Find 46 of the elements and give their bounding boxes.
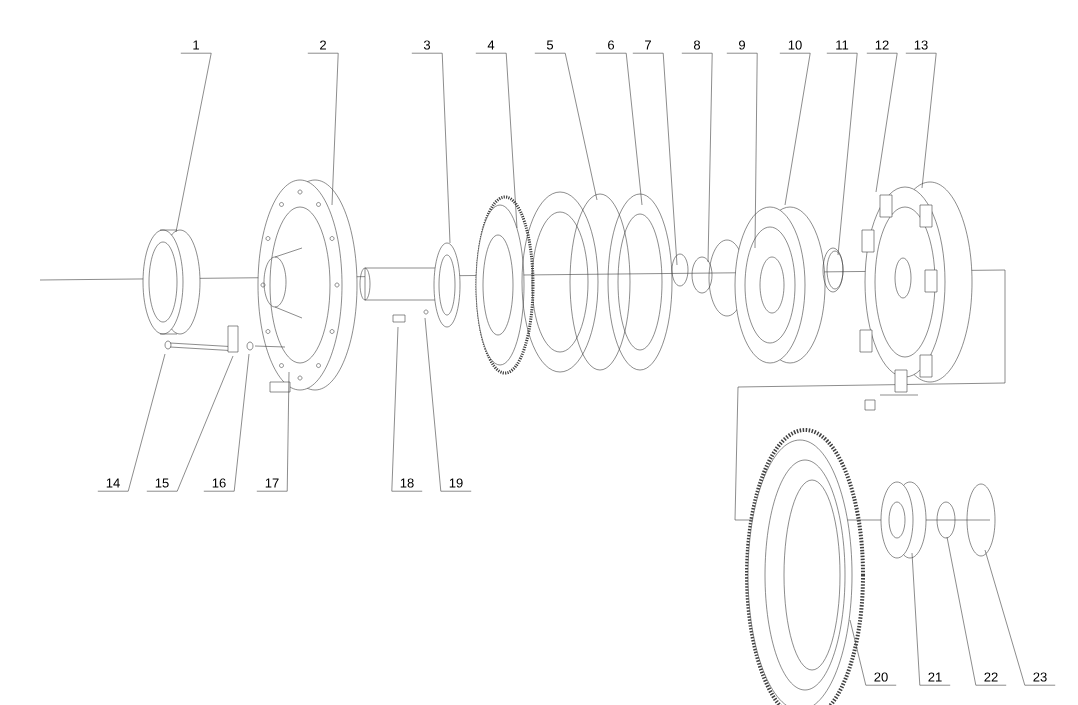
callout-number: 19 <box>449 478 463 488</box>
leader-line <box>595 52 643 206</box>
callout-number: 12 <box>875 40 889 50</box>
callout-number: 22 <box>984 672 998 682</box>
callout-number: 3 <box>423 40 431 50</box>
callout-number: 4 <box>487 40 495 50</box>
callout-number: 9 <box>739 40 745 50</box>
callout-number: 10 <box>788 40 802 50</box>
leader-line <box>946 536 1007 686</box>
leader-line <box>726 52 758 249</box>
callout-number: 20 <box>874 672 888 682</box>
callout-number: 21 <box>928 672 942 682</box>
callout-number: 16 <box>212 478 226 488</box>
leader-line <box>256 371 290 492</box>
callout-number: 15 <box>155 478 169 488</box>
callout-number: 13 <box>914 40 928 50</box>
leader-line <box>826 52 858 256</box>
callout-number: 23 <box>1033 672 1047 682</box>
leader-line <box>984 549 1056 686</box>
callout-number: 6 <box>608 40 615 50</box>
callout-number: 2 <box>320 40 326 50</box>
leader-line <box>849 619 897 686</box>
leader-line <box>779 52 811 206</box>
leader-line <box>175 52 212 233</box>
callout-number: 18 <box>400 478 414 488</box>
callout-number: 17 <box>265 478 279 488</box>
callout-number: 5 <box>546 40 554 50</box>
leader-line <box>632 52 678 266</box>
leader-line <box>681 52 713 263</box>
leader-line <box>866 52 898 193</box>
leader-line <box>203 353 250 492</box>
leader-line <box>391 326 423 492</box>
leader-line <box>411 52 451 244</box>
callout-number: 1 <box>193 40 199 50</box>
callout-number: 8 <box>693 40 701 50</box>
leader-line <box>424 317 472 492</box>
leader-line <box>97 353 166 492</box>
leader-line <box>534 52 598 201</box>
callout-number: 7 <box>645 40 651 50</box>
leader-line <box>911 552 951 686</box>
leader-line <box>475 52 518 229</box>
leader-line <box>146 355 234 492</box>
callout-number: 11 <box>836 40 849 50</box>
leader-line <box>307 52 339 206</box>
callout-number: 14 <box>106 478 120 488</box>
leader-line <box>905 52 937 189</box>
